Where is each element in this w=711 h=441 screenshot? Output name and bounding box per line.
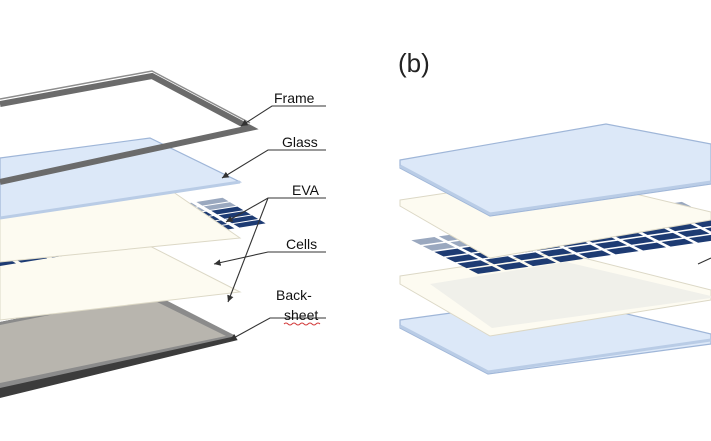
solar-cell	[422, 242, 456, 251]
solar-cell	[457, 260, 490, 269]
solar-cell	[468, 266, 502, 274]
panel-b-letter: (b)	[398, 48, 430, 78]
frame-label: Frame	[274, 90, 315, 106]
solar-cell	[484, 256, 518, 265]
glass-label: Glass	[282, 134, 318, 150]
solar-cell	[523, 258, 557, 267]
cells-label: Cells	[286, 236, 317, 252]
panel-a: Frame Glass EVA Cells Back- sheet	[0, 70, 326, 398]
solar-cell	[567, 244, 600, 253]
frame-leader	[240, 105, 326, 127]
spellcheck-underline	[283, 322, 321, 326]
solar-cell	[649, 232, 683, 241]
solar-cell	[677, 229, 710, 237]
glass-edge	[0, 180, 241, 220]
solar-cell	[434, 248, 467, 257]
solar-cell	[233, 219, 266, 228]
glass-leader	[221, 149, 326, 179]
solar-cell	[445, 254, 479, 263]
solar-cell	[704, 227, 711, 232]
backsheet-inner	[0, 296, 226, 383]
solar-cell	[211, 206, 244, 215]
solar-cell	[551, 254, 584, 263]
eva-leader-2	[227, 197, 269, 303]
solar-cell	[411, 237, 444, 245]
solar-cell	[661, 238, 694, 247]
solar-cell	[633, 242, 667, 251]
eva-lower-inner	[430, 262, 711, 328]
cells-leader	[213, 251, 326, 266]
leader-lines	[213, 105, 326, 341]
frame-layer-a	[0, 70, 259, 185]
backsheet-label-line2: sheet	[284, 307, 318, 323]
backsheet-leader	[229, 317, 326, 341]
frame-highlight	[0, 70, 251, 124]
glass-top-edge	[399, 164, 711, 216]
backsheet-label-line1: Back-	[276, 287, 312, 303]
leader-stub-b	[697, 257, 711, 265]
glass-layer-a	[0, 137, 242, 220]
eva-label: EVA	[292, 182, 320, 198]
solar-cell	[688, 234, 711, 243]
solar-cell	[226, 215, 259, 224]
solar-cell	[638, 227, 671, 235]
solar-cell	[539, 248, 573, 257]
solar-cell	[196, 197, 229, 206]
solar-cell	[693, 220, 711, 228]
solar-cell	[496, 262, 529, 270]
solar-cell	[665, 223, 699, 232]
glass-top-layer-b	[399, 123, 711, 217]
solar-cell	[203, 202, 236, 210]
panel-b: (b)	[398, 48, 711, 375]
solar-cell	[594, 240, 628, 249]
backsheet-layer-a	[0, 292, 238, 398]
solar-cell	[622, 236, 655, 245]
glass-bottom-edge	[399, 324, 711, 374]
solar-cell	[578, 250, 612, 259]
frame-outline	[0, 72, 259, 185]
solar-cell	[512, 252, 545, 261]
solar-cell	[606, 246, 639, 255]
